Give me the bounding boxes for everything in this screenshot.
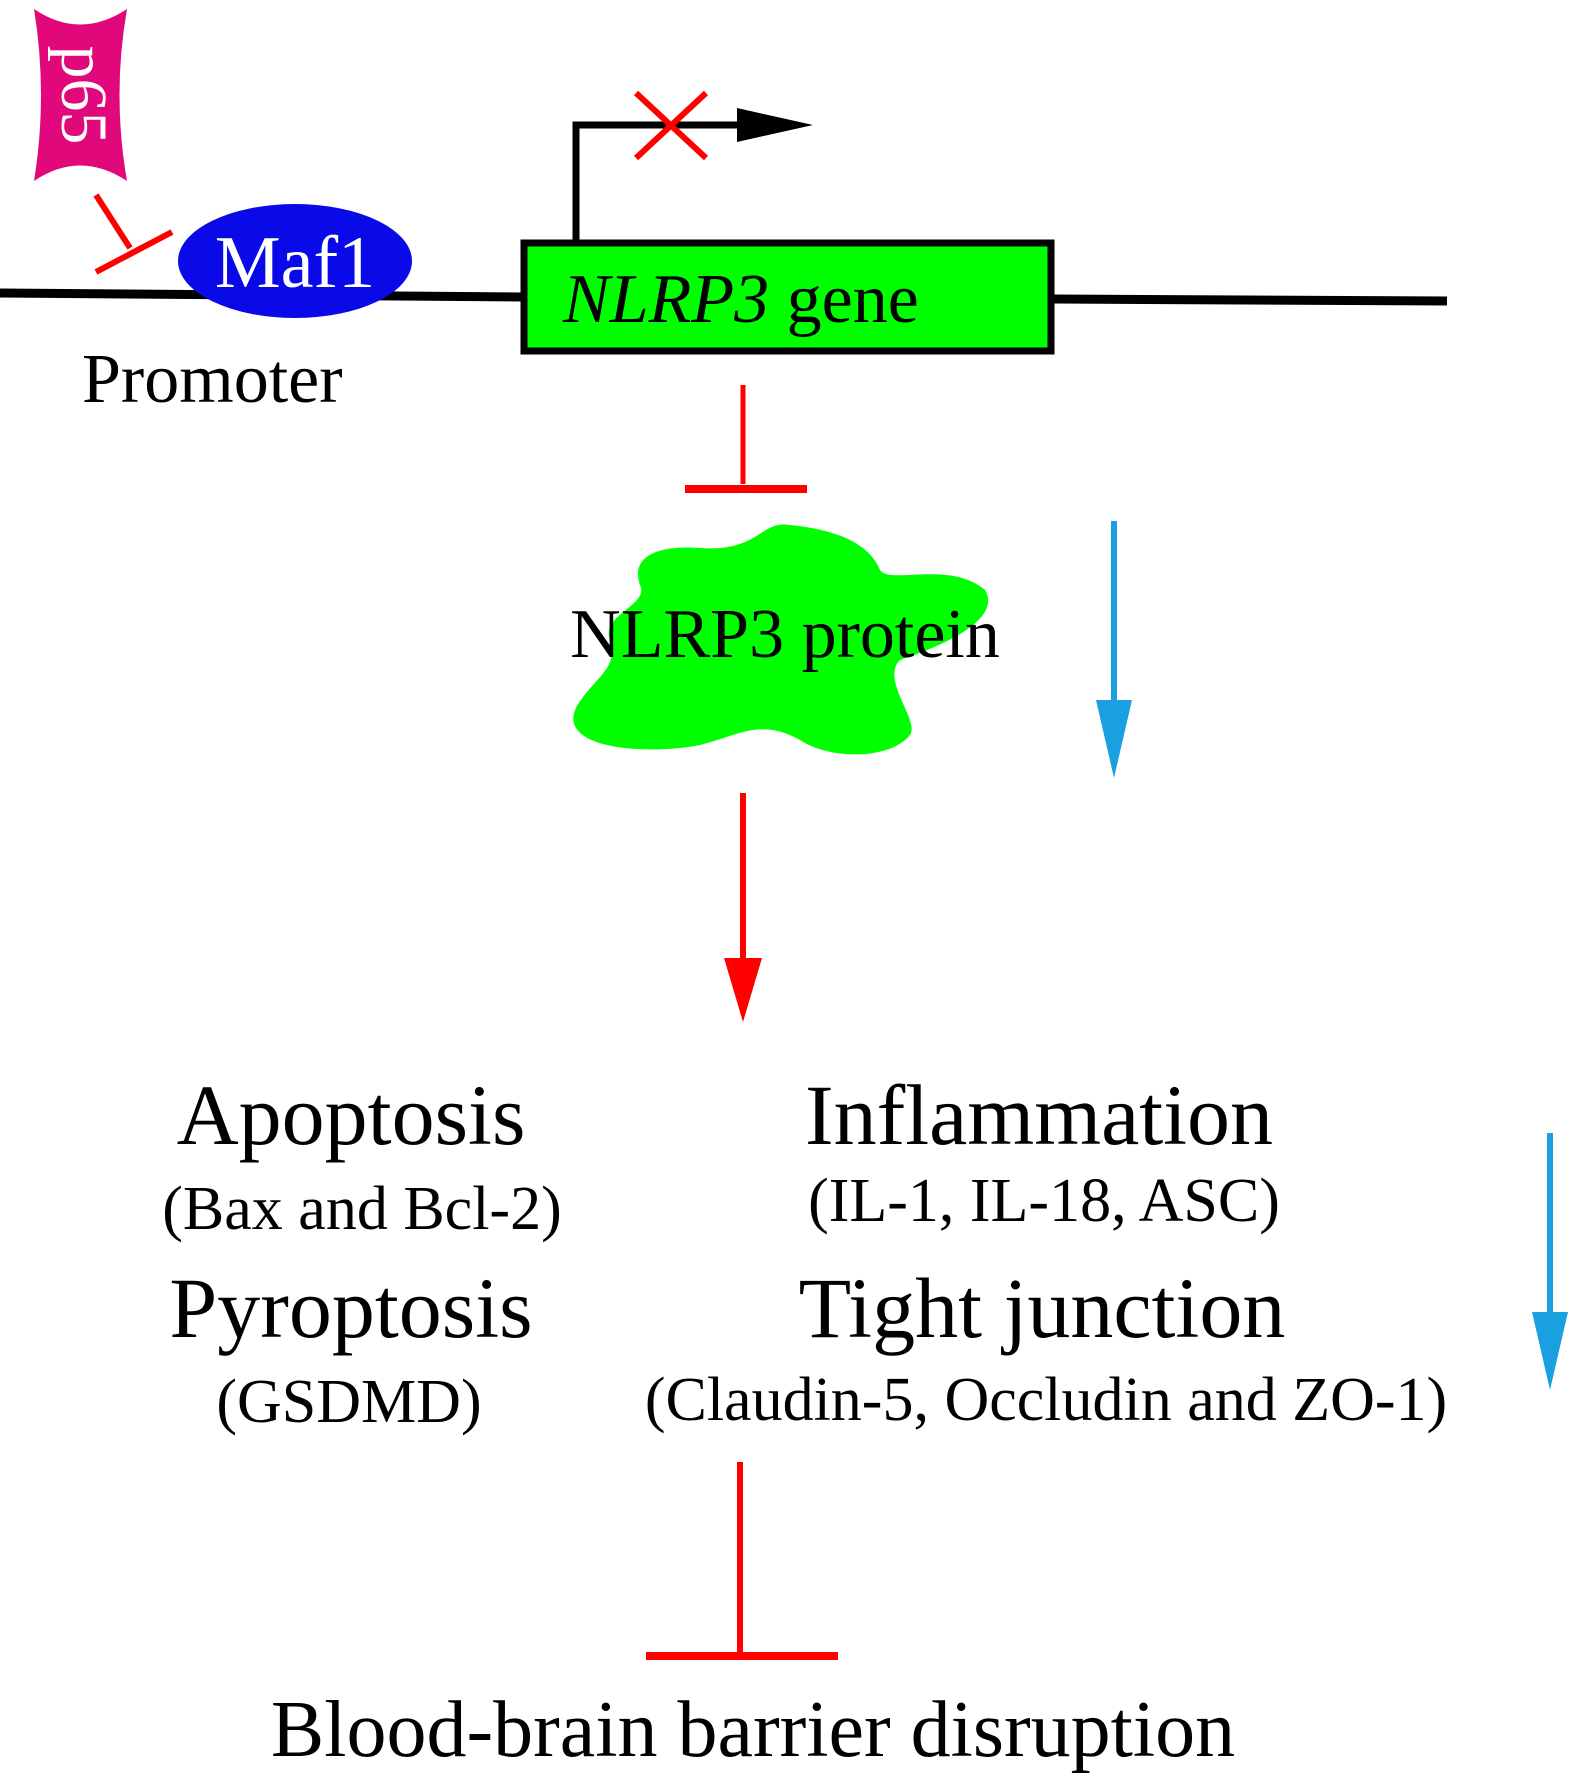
nlrp3-gene-box: NLRP3 gene — [520, 239, 1055, 355]
maf1-label: Maf1 — [215, 222, 375, 304]
activation-arrow-protein-to-effects — [724, 793, 762, 1022]
nlrp3-protein-label: NLRP3 protein — [570, 596, 1000, 673]
apoptosis-markers: (Bax and Bcl-2) — [162, 1175, 561, 1243]
tight-junction-label: Tight junction — [799, 1260, 1286, 1356]
gene-label: NLRP3 gene — [562, 261, 919, 338]
apoptosis-label: Apoptosis — [177, 1067, 526, 1163]
tight-junction-markers: (Claudin-5, Occludin and ZO-1) — [645, 1366, 1447, 1434]
nlrp3-protein-blob — [573, 524, 989, 755]
pyroptosis-label: Pyroptosis — [169, 1260, 532, 1356]
decrease-arrow-protein — [1096, 521, 1132, 778]
p65-label: p65 — [47, 46, 120, 145]
p65-protein: p65 — [34, 9, 127, 181]
dna-strand-right — [1053, 294, 1448, 306]
p65-inhibition-symbol — [93, 193, 174, 275]
inflammation-label: Inflammation — [805, 1067, 1273, 1163]
inhibition-symbol-effects-to-bbb — [646, 1462, 838, 1660]
promoter-label: Promoter — [82, 341, 343, 418]
inflammation-markers: (IL-1, IL-18, ASC) — [808, 1167, 1280, 1235]
pyroptosis-markers: (GSDMD) — [216, 1368, 481, 1436]
gene-label-suffix: gene — [769, 261, 919, 338]
transcription-start-arrow — [572, 108, 813, 240]
decrease-arrow-effects — [1532, 1133, 1568, 1390]
blocked-transcription-x-icon — [633, 90, 709, 161]
maf1-protein: Maf1 — [178, 204, 412, 318]
bbb-disruption-label: Blood-brain barrier disruption — [271, 1686, 1235, 1774]
inhibition-symbol-gene-to-protein — [685, 385, 807, 493]
gene-label-italic: NLRP3 — [562, 261, 769, 338]
